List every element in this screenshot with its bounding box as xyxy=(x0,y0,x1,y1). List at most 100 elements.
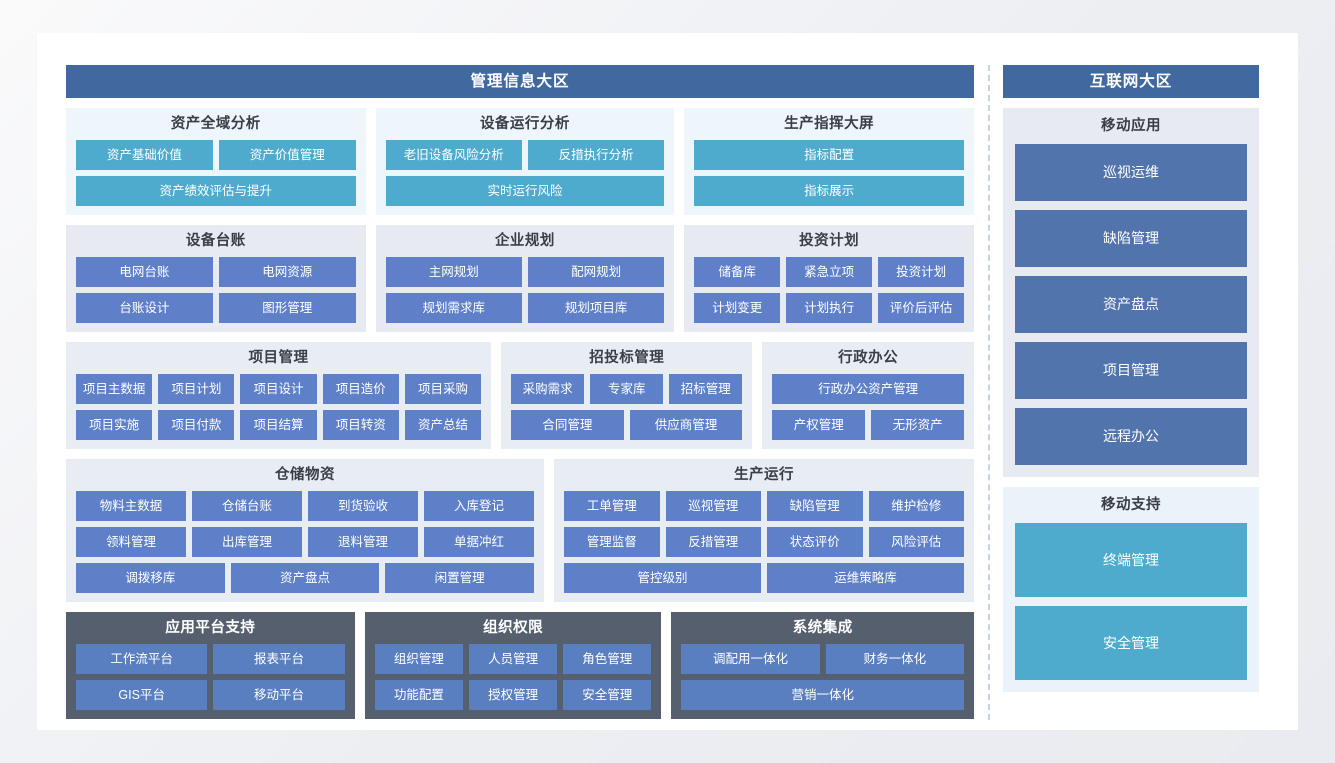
module-tile[interactable]: 计划执行 xyxy=(786,293,873,323)
panel-%E8%A1%8C%E6%94%BF%E5%8A%9E%E5%85%AC: 行政办公行政办公资产管理产权管理无形资产 xyxy=(762,342,974,449)
module-tile[interactable]: 资产盘点 xyxy=(1015,276,1247,333)
module-tile[interactable]: 无形资产 xyxy=(871,410,964,440)
module-tile[interactable]: 产权管理 xyxy=(772,410,866,440)
module-tile[interactable]: 项目主数据 xyxy=(76,374,153,404)
module-tile[interactable]: 实时运行风险 xyxy=(385,176,665,206)
module-tile[interactable]: 配网规划 xyxy=(527,257,665,287)
module-tile[interactable]: 专家库 xyxy=(590,374,664,404)
module-tile[interactable]: 行政办公资产管理 xyxy=(772,374,964,404)
panel-title: 设备台账 xyxy=(185,233,246,249)
tile-row: GIS平台移动平台 xyxy=(76,680,345,710)
module-tile[interactable]: 管控级别 xyxy=(564,563,761,593)
band-project-bidding-office: 项目管理项目主数据项目计划项目设计项目造价项目采购项目实施项目付款项目结算项目转… xyxy=(66,342,974,449)
module-tile[interactable]: 退料管理 xyxy=(308,527,418,557)
module-tile[interactable]: 组织管理 xyxy=(374,644,463,674)
module-tile[interactable]: 单据冲红 xyxy=(424,527,534,557)
module-tile[interactable]: 到货验收 xyxy=(308,491,418,521)
module-tile[interactable]: 反措管理 xyxy=(665,527,761,557)
module-tile[interactable]: 出库管理 xyxy=(192,527,302,557)
module-tile[interactable]: 仓储台账 xyxy=(192,491,302,521)
module-tile[interactable]: 规划项目库 xyxy=(527,293,665,323)
module-tile[interactable]: 调配用一体化 xyxy=(681,644,820,674)
module-tile[interactable]: 状态评价 xyxy=(767,527,863,557)
module-tile[interactable]: 巡视运维 xyxy=(1015,144,1247,201)
tile-row: 产权管理无形资产 xyxy=(772,410,964,440)
module-tile[interactable]: 财务一体化 xyxy=(825,644,964,674)
module-tile[interactable]: 项目结算 xyxy=(240,410,317,440)
module-tile[interactable]: 运维策略库 xyxy=(767,563,964,593)
module-tile[interactable]: 指标展示 xyxy=(694,176,965,206)
module-tile[interactable]: 招标管理 xyxy=(669,374,743,404)
module-tile[interactable]: 储备库 xyxy=(694,257,781,287)
module-tile[interactable]: 物料主数据 xyxy=(76,491,186,521)
module-tile[interactable]: 营销一体化 xyxy=(681,680,964,710)
tile-row: 电网台账电网资源 xyxy=(76,257,356,287)
module-tile[interactable]: 电网资源 xyxy=(218,257,356,287)
module-tile[interactable]: 安全管理 xyxy=(563,680,652,710)
module-tile[interactable]: 投资计划 xyxy=(878,257,965,287)
module-tile[interactable]: 移动平台 xyxy=(213,680,345,710)
module-tile[interactable]: 资产价值管理 xyxy=(218,140,356,170)
module-tile[interactable]: 角色管理 xyxy=(563,644,652,674)
module-tile[interactable]: 远程办公 xyxy=(1015,408,1247,465)
panel-%E7%B3%BB%E7%BB%9F%E9%9B%86%E6%88%90: 系统集成调配用一体化财务一体化营销一体化 xyxy=(671,612,974,719)
panel-%E6%8A%95%E8%B5%84%E8%AE%A1%E5%88%92: 投资计划储备库紧急立项投资计划计划变更计划执行评价后评估 xyxy=(684,225,975,332)
zone-title-internet: 互联网大区 xyxy=(1003,65,1259,98)
module-tile[interactable]: 合同管理 xyxy=(511,410,624,440)
module-tile[interactable]: 反措执行分析 xyxy=(527,140,665,170)
module-tile[interactable]: 资产盘点 xyxy=(230,563,380,593)
module-tile[interactable]: GIS平台 xyxy=(76,680,208,710)
tile-stack: 终端管理安全管理 xyxy=(1015,523,1247,680)
tile-rows: 物料主数据仓储台账到货验收入库登记领料管理出库管理退料管理单据冲红调拨移库资产盘… xyxy=(76,491,535,593)
module-tile[interactable]: 闲置管理 xyxy=(385,563,535,593)
module-tile[interactable]: 项目造价 xyxy=(322,374,399,404)
module-tile[interactable]: 资产基础价值 xyxy=(76,140,213,170)
module-tile[interactable]: 供应商管理 xyxy=(629,410,743,440)
module-tile[interactable]: 巡视管理 xyxy=(665,491,761,521)
module-tile[interactable]: 指标配置 xyxy=(694,140,965,170)
module-tile[interactable]: 报表平台 xyxy=(213,644,345,674)
module-tile[interactable]: 采购需求 xyxy=(511,374,585,404)
panel-%E4%BB%93%E5%82%A8%E7%89%A9%E8%B5%84: 仓储物资物料主数据仓储台账到货验收入库登记领料管理出库管理退料管理单据冲红调拨移… xyxy=(66,459,544,602)
module-tile[interactable]: 项目设计 xyxy=(240,374,317,404)
module-tile[interactable]: 图形管理 xyxy=(218,293,356,323)
module-tile[interactable]: 紧急立项 xyxy=(786,257,873,287)
module-tile[interactable]: 工单管理 xyxy=(564,491,660,521)
module-tile[interactable]: 人员管理 xyxy=(468,644,558,674)
module-tile[interactable]: 项目管理 xyxy=(1015,342,1247,399)
module-tile[interactable]: 规划需求库 xyxy=(385,293,522,323)
tile-rows: 组织管理人员管理角色管理功能配置授权管理安全管理 xyxy=(374,644,652,710)
module-tile[interactable]: 维护检修 xyxy=(868,491,964,521)
module-tile[interactable]: 缺陷管理 xyxy=(767,491,863,521)
module-tile[interactable]: 老旧设备风险分析 xyxy=(385,140,522,170)
module-tile[interactable]: 项目付款 xyxy=(158,410,235,440)
management-bands: 资产全域分析资产基础价值资产价值管理资产绩效评估与提升设备运行分析老旧设备风险分… xyxy=(66,108,975,719)
module-tile[interactable]: 缺陷管理 xyxy=(1015,210,1247,267)
module-tile[interactable]: 终端管理 xyxy=(1015,523,1247,597)
module-tile[interactable]: 领料管理 xyxy=(76,527,186,557)
tile-row: 管理监督反措管理状态评价风险评估 xyxy=(564,527,964,557)
module-tile[interactable]: 授权管理 xyxy=(468,680,558,710)
module-tile[interactable]: 功能配置 xyxy=(374,680,463,710)
module-tile[interactable]: 主网规划 xyxy=(385,257,522,287)
module-tile[interactable]: 安全管理 xyxy=(1015,606,1247,680)
module-tile[interactable]: 评价后评估 xyxy=(878,293,965,323)
module-tile[interactable]: 资产总结 xyxy=(404,410,482,440)
module-tile[interactable]: 入库登记 xyxy=(424,491,534,521)
module-tile[interactable]: 台账设计 xyxy=(76,293,213,323)
module-tile[interactable]: 计划变更 xyxy=(694,293,781,323)
module-tile[interactable]: 项目计划 xyxy=(158,374,235,404)
module-tile[interactable]: 项目转资 xyxy=(322,410,399,440)
module-tile[interactable]: 管理监督 xyxy=(564,527,660,557)
tile-rows: 指标配置指标展示 xyxy=(694,140,965,206)
tile-rows: 老旧设备风险分析反措执行分析实时运行风险 xyxy=(385,140,665,206)
module-tile[interactable]: 风险评估 xyxy=(868,527,964,557)
module-tile[interactable]: 工作流平台 xyxy=(76,644,208,674)
module-tile[interactable]: 项目采购 xyxy=(404,374,482,404)
module-tile[interactable]: 资产绩效评估与提升 xyxy=(76,176,356,206)
module-tile[interactable]: 电网台账 xyxy=(76,257,213,287)
module-tile[interactable]: 调拨移库 xyxy=(76,563,225,593)
module-tile[interactable]: 项目实施 xyxy=(76,410,153,440)
